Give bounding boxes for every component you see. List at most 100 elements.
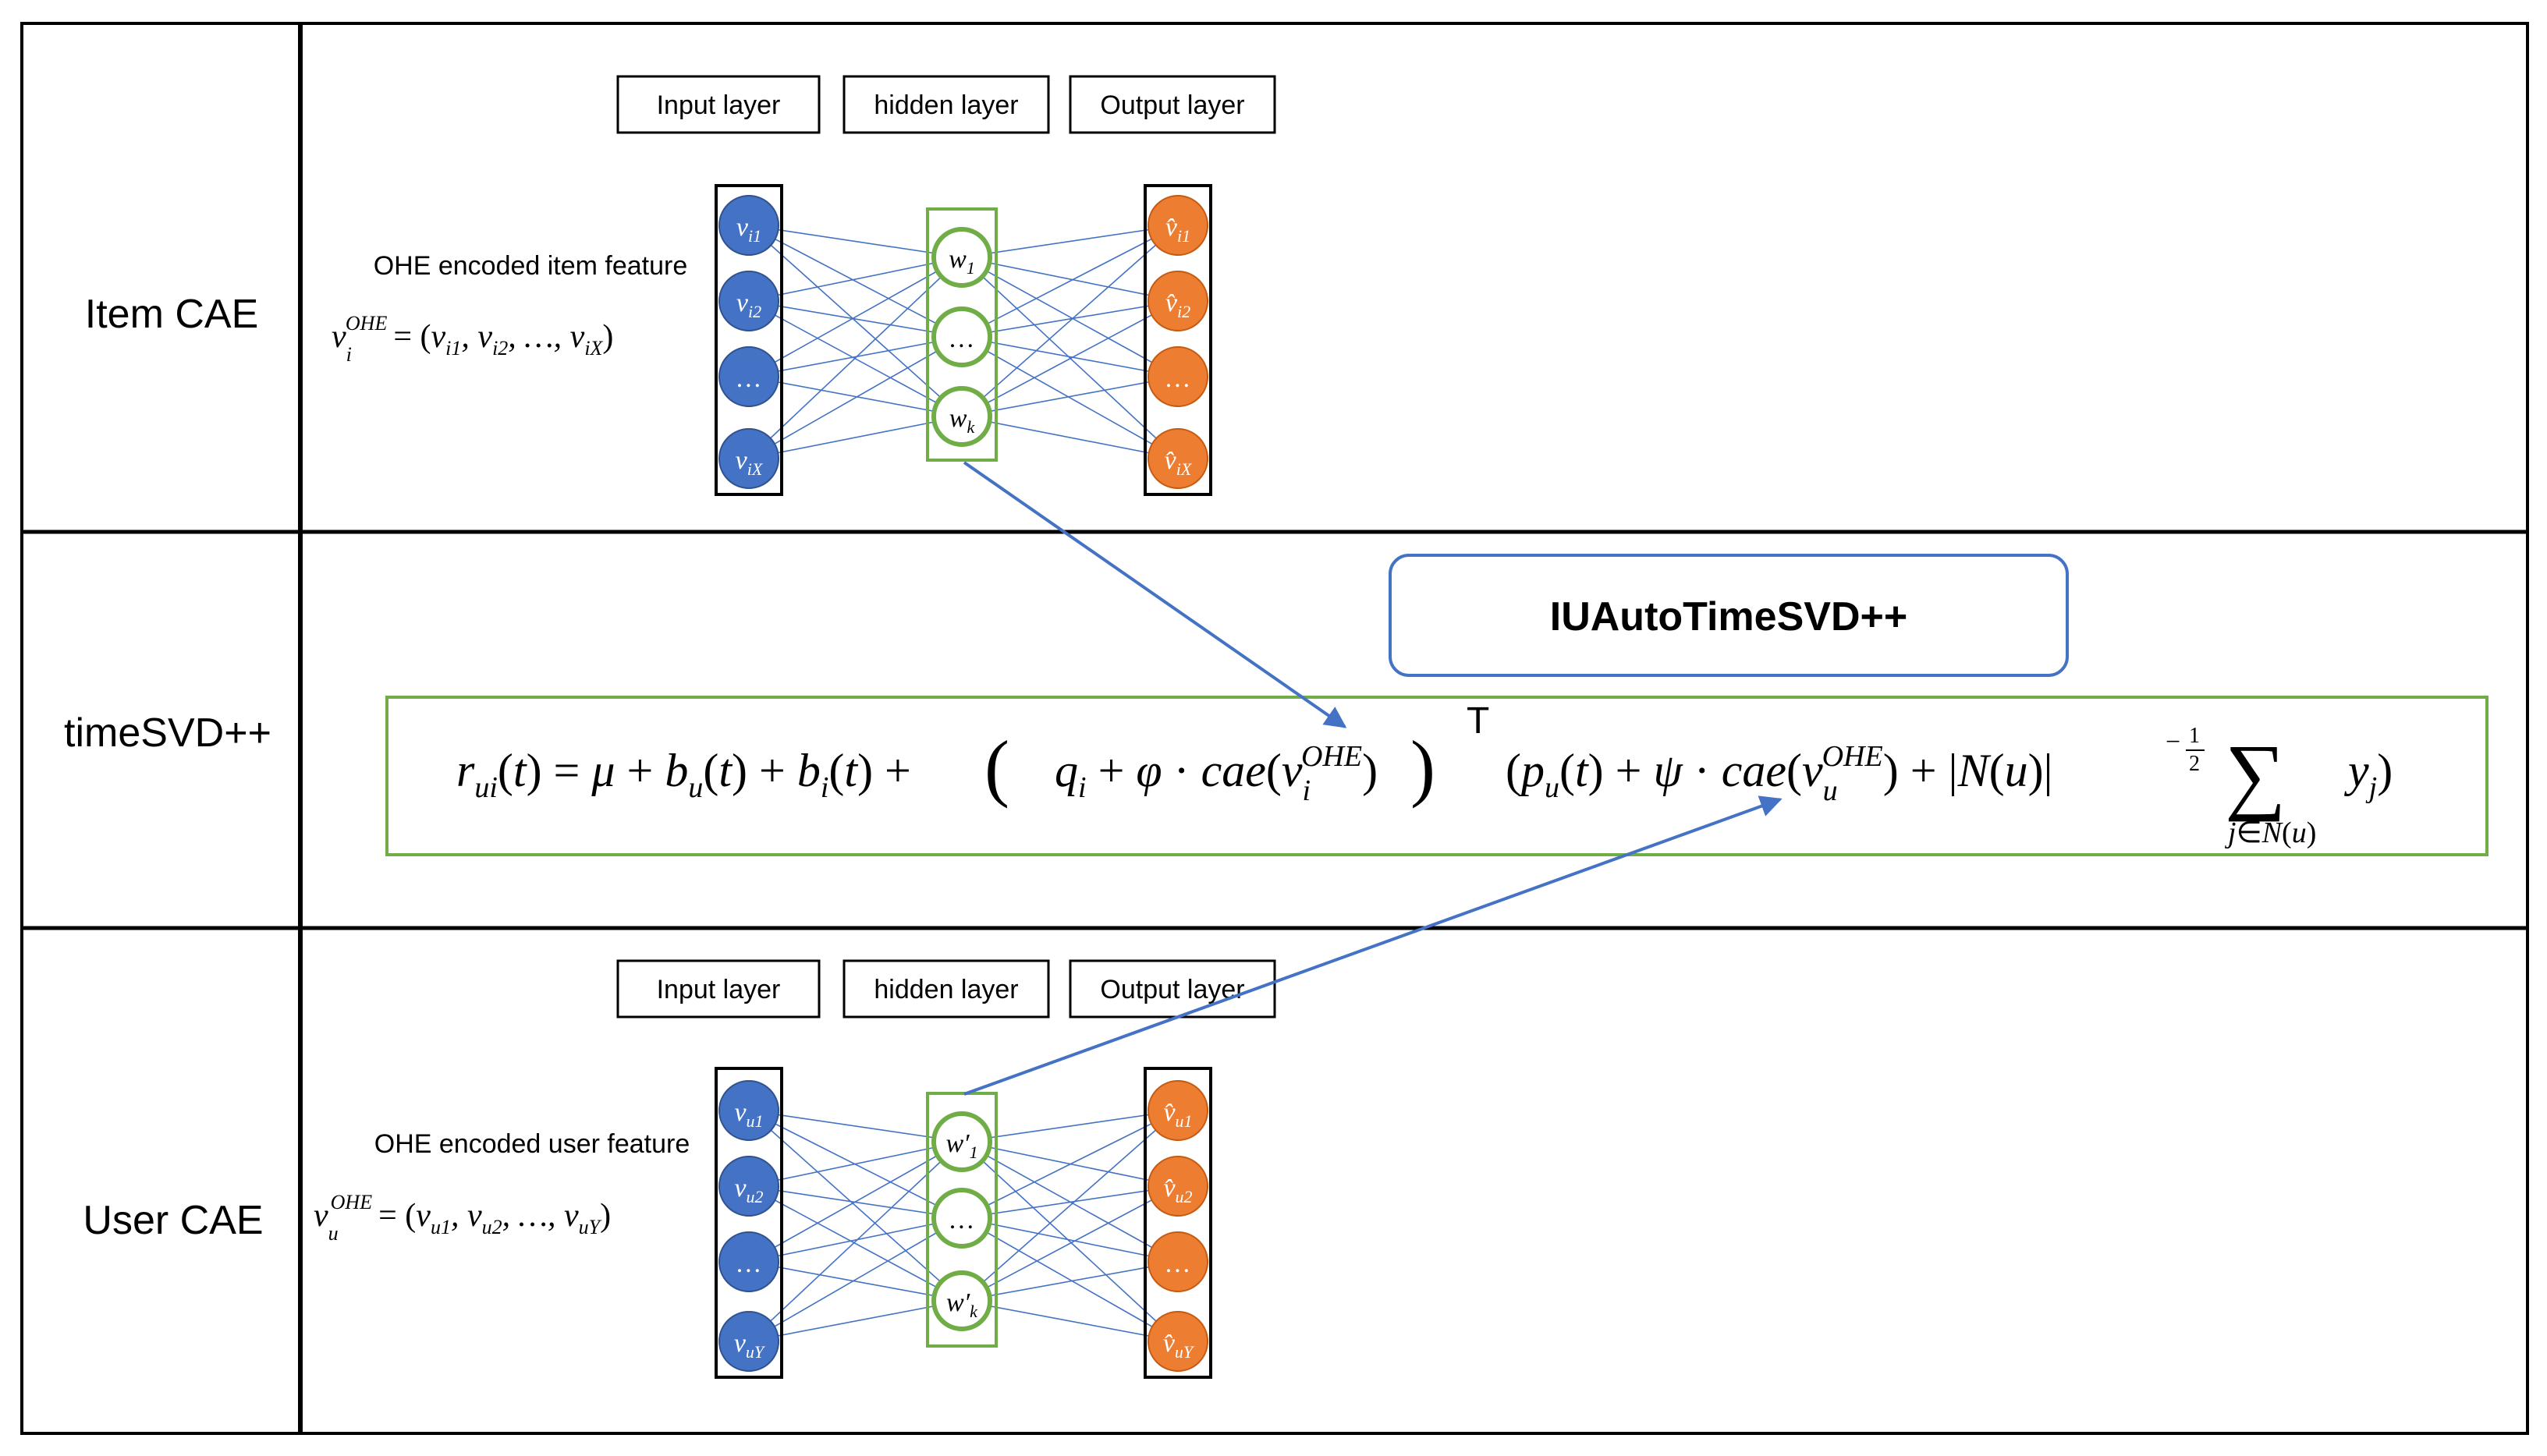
- hidden-node-label: w1: [949, 245, 975, 278]
- connection-line: [961, 416, 1179, 459]
- output-node: [1148, 1311, 1208, 1372]
- output-node: [1148, 1156, 1208, 1217]
- hidden-node-label: w′1: [945, 1129, 977, 1162]
- connection-line: [961, 1185, 1179, 1219]
- output-node: [1148, 1231, 1208, 1292]
- svg-text:−: −: [2166, 728, 2180, 756]
- connection-line: [961, 1110, 1179, 1219]
- user-autoencoder-network: vu1 vu2 … vuY w′1 … w′k v̂u1 v̂u2 … v̂uY: [715, 1067, 1212, 1379]
- connection-line: [961, 1217, 1179, 1342]
- connection-line: [961, 300, 1179, 338]
- row-label-user-cae: User CAE: [83, 1198, 263, 1243]
- hidden-node: [931, 1188, 992, 1249]
- connection-line: [961, 225, 1179, 258]
- svg-text:1: 1: [2189, 724, 2200, 748]
- input-node: [718, 1231, 779, 1292]
- connection-line: [961, 257, 1179, 377]
- output-node-label: v̂i1: [1165, 213, 1190, 246]
- hidden-layer-frame: [926, 1092, 998, 1348]
- output-node-label: v̂u2: [1163, 1174, 1192, 1206]
- item-embedding-arrow: [963, 461, 1347, 728]
- svg-text:(pu(t) + ψ · cae(vuOHE) + |N(: (pu(t) + ψ · cae(vuOHE) + |N(u)|: [1506, 740, 2053, 807]
- input-node: [718, 271, 779, 331]
- input-node: [718, 1311, 779, 1372]
- input-layer-frame: [715, 1067, 783, 1379]
- connection-line: [961, 1261, 1179, 1302]
- output-node: [1148, 1080, 1208, 1141]
- input-node-label: …: [737, 1249, 761, 1278]
- input-node-label: viX: [736, 446, 764, 479]
- connection-line: [961, 1110, 1179, 1302]
- item-feature-formula: viOHE= (vi1, vi2, …, viX): [332, 312, 613, 366]
- input-node: [718, 346, 779, 407]
- hidden-node: [931, 227, 992, 288]
- svg-text:∑: ∑: [2225, 727, 2286, 822]
- svg-text:T: T: [1467, 700, 1489, 742]
- connection-line: [961, 1185, 1179, 1302]
- model-name: IUAutoTimeSVD++: [1550, 594, 1907, 639]
- input-node-label: vi2: [736, 289, 761, 321]
- connection-line: [961, 257, 1179, 459]
- output-node: [1148, 428, 1208, 489]
- output-node-label: v̂i2: [1165, 289, 1190, 321]
- input-node-label: vu2: [734, 1174, 763, 1206]
- output-node: [1148, 195, 1208, 256]
- connection-line: [961, 225, 1179, 338]
- connection-line: [961, 1110, 1179, 1142]
- output-layer-frame: [1144, 184, 1212, 496]
- output-layer-frame: [1144, 1067, 1212, 1379]
- input-node: [718, 428, 779, 489]
- item-hidden-layer-label: hidden layer: [874, 90, 1018, 120]
- output-node: [1148, 271, 1208, 331]
- connection-line: [961, 336, 1179, 377]
- input-node: [718, 1080, 779, 1141]
- output-node: [1148, 346, 1208, 407]
- user-output-layer-label: Output layer: [1100, 975, 1244, 1004]
- user-layer-labels: Input layer hidden layer Output layer: [616, 959, 1276, 1018]
- connection-line: [961, 1217, 1179, 1263]
- input-node-label: vuY: [734, 1329, 766, 1362]
- input-node-label: vu1: [734, 1098, 763, 1131]
- output-node-label: v̂u1: [1163, 1098, 1192, 1131]
- hidden-node: [931, 1111, 992, 1172]
- prediction-formula: rui(t) = μ + bu(t) + bi(t) + ( qi + φ · …: [456, 700, 2393, 849]
- user-feature-formula: vuOHE= (vu1, vu2, …, vuY): [314, 1191, 611, 1245]
- hidden-node-label: …: [950, 1206, 974, 1235]
- input-layer-frame: [715, 184, 783, 496]
- row-label-timesvd: timeSVD++: [64, 710, 271, 756]
- user-hidden-layer-label: hidden layer: [874, 975, 1018, 1004]
- hidden-node: [931, 386, 992, 447]
- hidden-node: [931, 1270, 992, 1331]
- svg-text:rui(t) = μ + bu(t) + bi(t) +: rui(t) = μ + bu(t) + bi(t) +: [456, 745, 911, 804]
- svg-text:qi + φ · cae(viOHE): qi + φ · cae(viOHE): [1055, 740, 1378, 807]
- output-node-label: v̂uY: [1163, 1329, 1195, 1362]
- item-output-layer-label: Output layer: [1100, 90, 1244, 120]
- connection-line: [961, 376, 1179, 417]
- hidden-node-label: w′k: [946, 1288, 978, 1321]
- connection-line: [961, 225, 1179, 417]
- item-layer-labels: Input layer hidden layer Output layer: [616, 75, 1276, 134]
- item-feature-caption: OHE encoded item feature: [374, 251, 688, 281]
- output-node-label: v̂iX: [1165, 446, 1193, 479]
- connection-line: [961, 336, 1179, 459]
- connection-line: [961, 257, 1179, 302]
- connection-line: [961, 1141, 1179, 1342]
- layout-grid: [20, 22, 2529, 1435]
- svg-text:(: (: [984, 725, 1009, 809]
- input-node-label: vi1: [736, 213, 761, 246]
- input-node: [718, 195, 779, 256]
- svg-text:yj): yj): [2343, 745, 2393, 804]
- input-node-label: …: [737, 364, 761, 393]
- input-node: [718, 1156, 779, 1217]
- hidden-layer-frame: [926, 207, 998, 462]
- output-node-label: …: [1166, 1249, 1190, 1278]
- row-label-item-cae: Item CAE: [85, 292, 259, 337]
- model-name-box: [1389, 554, 2069, 677]
- connection-line: [961, 1300, 1179, 1342]
- svg-text:): ): [1410, 725, 1435, 809]
- svg-text:2: 2: [2189, 752, 2200, 776]
- hidden-node-label: …: [950, 324, 974, 353]
- hidden-node: [931, 306, 992, 367]
